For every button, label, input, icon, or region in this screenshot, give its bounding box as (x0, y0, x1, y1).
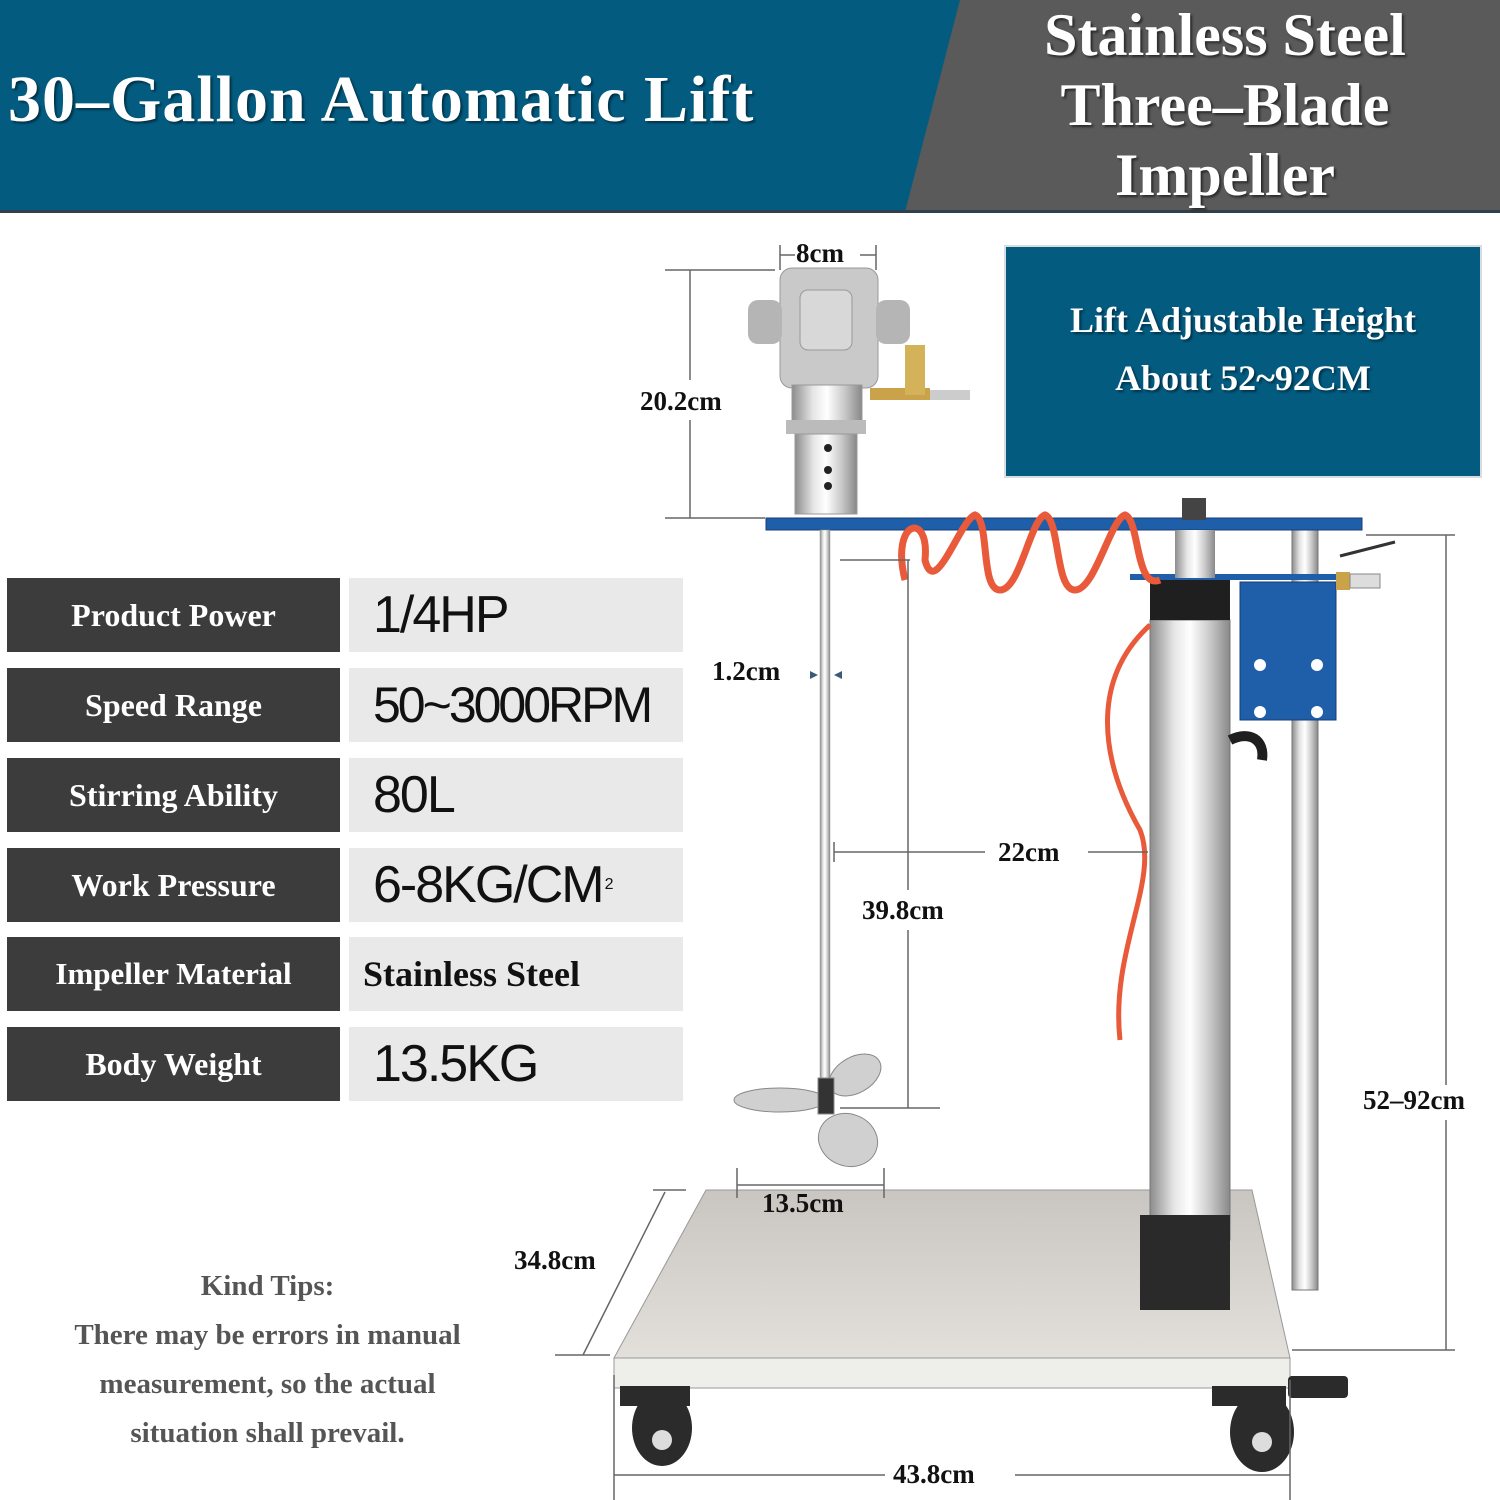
dim-base-width: 43.8cm (893, 1459, 975, 1489)
spec-label: Impeller Material (7, 937, 340, 1011)
dim-shaft-diameter: 1.2cm (712, 656, 781, 686)
tips-line: There may be errors in manual (74, 1319, 461, 1351)
spec-label: Work Pressure (7, 848, 340, 922)
spec-row-power: Product Power 1/4HP (7, 578, 683, 652)
kind-tips: Kind Tips: There may be errors in manual… (0, 1262, 535, 1458)
spec-row-stirring: Stirring Ability 80L (7, 758, 683, 832)
caster-wheels (620, 1376, 1348, 1472)
dim-shaft-length: 39.8cm (862, 895, 944, 925)
impeller-title-line: Three–Blade (1060, 72, 1390, 138)
base-plate (613, 1189, 1291, 1389)
header-banner-blue-panel (0, 0, 960, 212)
spec-value: 50~3000RPM (349, 668, 683, 742)
spec-value: 13.5KG (349, 1027, 683, 1101)
impeller-title-line: Impeller (1115, 142, 1335, 208)
spec-value: 80L (349, 758, 683, 832)
impeller-title: Stainless Steel Three–Blade Impeller (960, 0, 1490, 210)
dim-motor-width: 8cm (796, 238, 844, 268)
dim-motor-height: 20.2cm (640, 386, 722, 416)
spec-row-speed: Speed Range 50~3000RPM (7, 668, 683, 742)
arrow-left-icon (834, 671, 842, 679)
dim-arm-reach: 22cm (998, 837, 1060, 867)
three-blade-impeller (733, 1053, 882, 1167)
dim-lift-height: 52–92cm (1363, 1085, 1465, 1115)
arrow-right-icon (810, 671, 818, 679)
lift-height-callout: Lift Adjustable Height About 52~92CM (1006, 247, 1480, 476)
spec-value: 1/4HP (349, 578, 683, 652)
impeller-title-line: Stainless Steel (1044, 2, 1406, 68)
dim-base-depth: 34.8cm (514, 1245, 596, 1275)
tips-line: situation shall prevail. (130, 1417, 405, 1449)
mixer-shaft (819, 529, 831, 1091)
dimension-lines (555, 245, 1455, 1500)
spec-value-text: 6-8KG/CM (373, 856, 605, 914)
air-motor (748, 267, 970, 515)
spec-label: Product Power (7, 578, 340, 652)
spec-label: Body Weight (7, 1027, 340, 1101)
dim-impeller-diameter: 13.5cm (762, 1188, 844, 1218)
spec-value-superscript: 2 (604, 876, 614, 893)
air-hose (1105, 623, 1152, 1041)
spec-row-weight: Body Weight 13.5KG (7, 1027, 683, 1101)
air-hose-coil (898, 511, 1162, 594)
header-divider (0, 210, 1500, 213)
spec-label: Stirring Ability (7, 758, 340, 832)
mounting-bracket (1239, 581, 1337, 721)
lift-column (1149, 619, 1231, 1241)
tips-line: measurement, so the actual (99, 1368, 436, 1400)
spec-row-material: Impeller Material Stainless Steel (7, 937, 683, 1011)
tips-title: Kind Tips: (200, 1270, 335, 1302)
lift-callout-range: About 52~92CM (1115, 358, 1371, 398)
spec-value: Stainless Steel (349, 937, 683, 1011)
lift-callout-title: Lift Adjustable Height (1069, 300, 1417, 340)
spec-label: Speed Range (7, 668, 340, 742)
product-title: 30–Gallon Automatic Lift (8, 63, 755, 136)
top-arm (765, 517, 1363, 531)
